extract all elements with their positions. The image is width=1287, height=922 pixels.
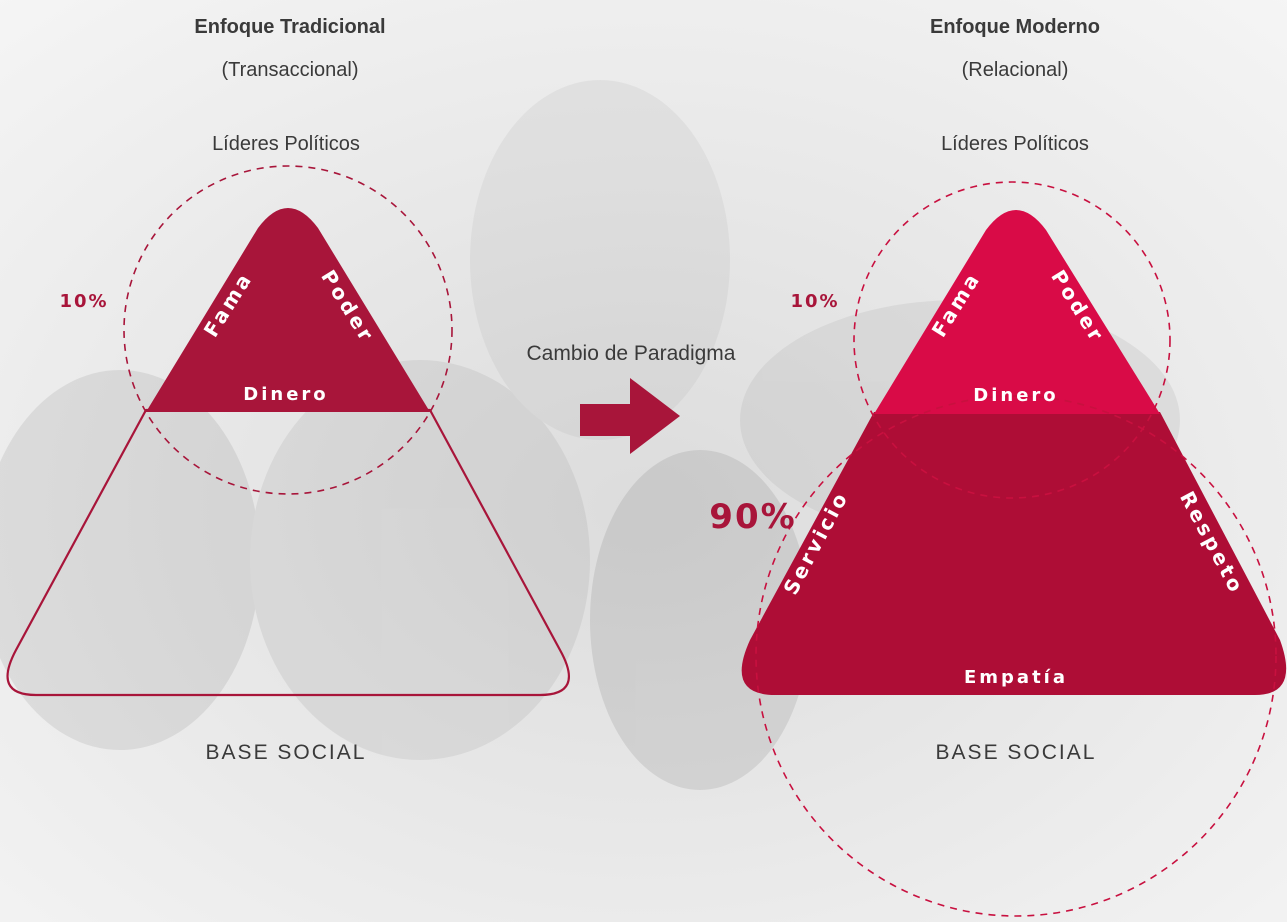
left-base-triangle-outline — [6, 408, 570, 697]
left-top-percent: 10% — [59, 291, 108, 312]
left-subtitle: (Transaccional) — [221, 59, 358, 81]
right-top-percent: 10% — [790, 291, 839, 312]
right-base-circle — [755, 395, 1277, 917]
arrow-right-icon — [580, 378, 680, 454]
right-word-dinero: Dinero — [973, 385, 1058, 406]
right-top-label: Líderes Políticos — [941, 133, 1089, 155]
left-top-label: Líderes Políticos — [212, 133, 360, 155]
left-base-label: BASE SOCIAL — [206, 741, 367, 764]
left-top-triangle — [146, 208, 430, 412]
left-title: Enfoque Tradicional — [194, 16, 385, 38]
right-top-triangle — [874, 210, 1160, 414]
right-base-label: BASE SOCIAL — [936, 741, 1097, 764]
right-word-empatia: Empatía — [964, 667, 1068, 688]
left-word-dinero: Dinero — [243, 384, 328, 405]
right-base-triangle — [741, 412, 1287, 695]
right-leaders-circle — [853, 181, 1171, 499]
right-subtitle: (Relacional) — [962, 59, 1069, 81]
right-bottom-percent: 90% — [709, 497, 796, 537]
background-photo — [0, 80, 1180, 790]
left-leaders-circle — [123, 165, 453, 495]
right-title: Enfoque Moderno — [930, 16, 1100, 38]
paradigm-change-label: Cambio de Paradigma — [527, 342, 736, 365]
